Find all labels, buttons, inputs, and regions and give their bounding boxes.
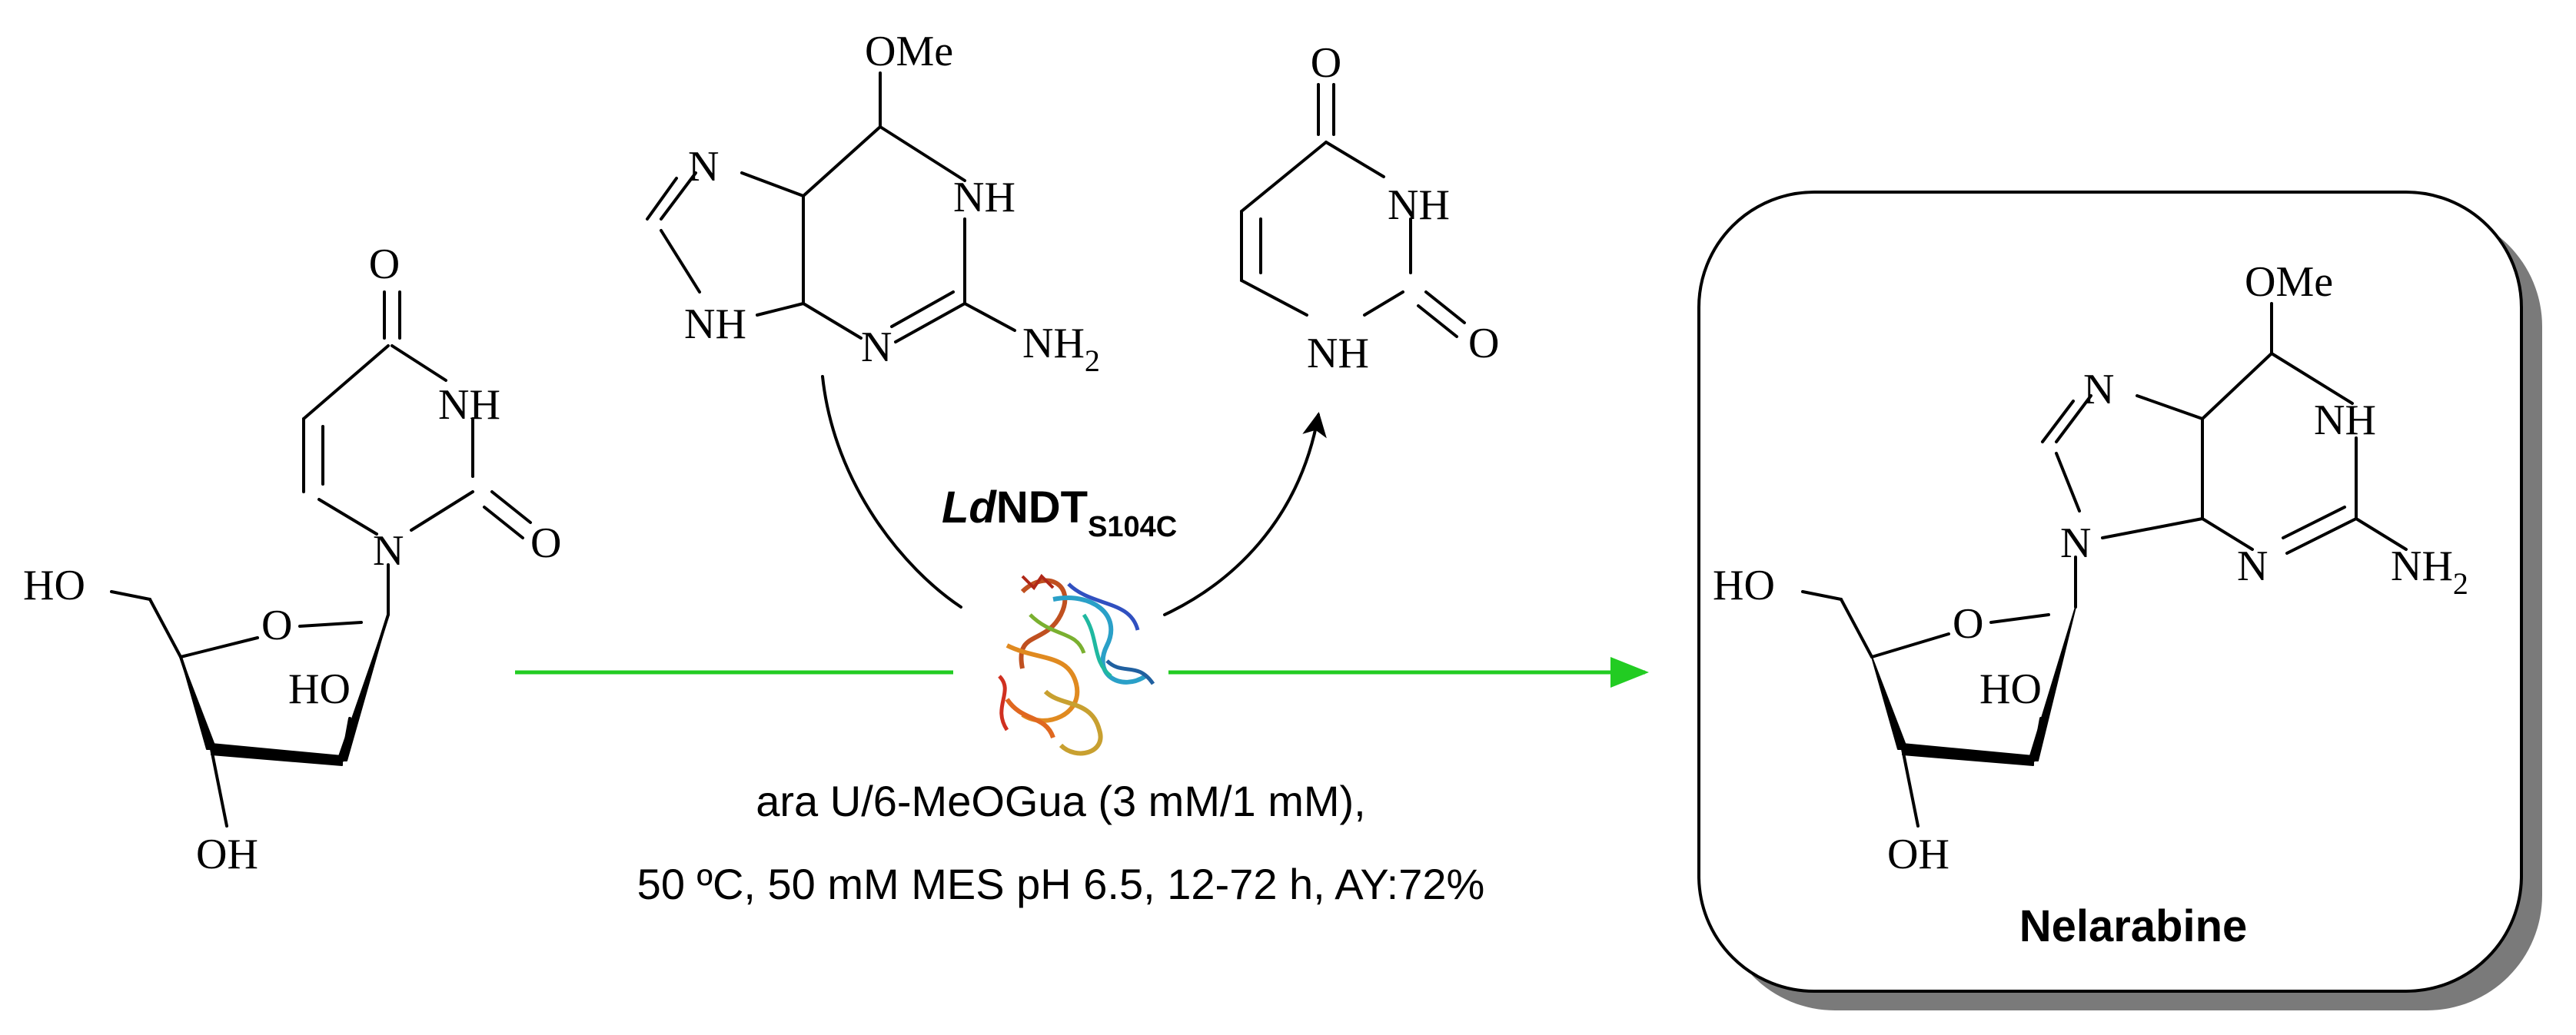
product-box bbox=[1697, 191, 2523, 993]
guanine-n7: N bbox=[688, 143, 719, 191]
uracil-carbonyl-o4: O bbox=[369, 241, 400, 288]
uracil-carbonyl-o2: O bbox=[530, 519, 561, 567]
product-n9: N bbox=[2060, 519, 2091, 567]
product-name: Nelarabine bbox=[2019, 901, 2248, 951]
ara-uridine-structure bbox=[110, 290, 532, 828]
enzyme-structure-image bbox=[998, 573, 1155, 756]
ara-u-5-hydroxyl: HO bbox=[23, 562, 85, 609]
ara-u-3-hydroxyl: OH bbox=[196, 831, 258, 878]
methoxyguanine-structure bbox=[646, 71, 1016, 343]
product-3-hydroxyl: OH bbox=[1887, 831, 1949, 878]
product-amino: NH2 bbox=[2391, 542, 2468, 601]
enzyme-label: LdNDTS104C bbox=[942, 483, 1177, 543]
base-uptake-curve bbox=[821, 375, 962, 609]
uracil-byproduct-o4: O bbox=[1311, 39, 1341, 87]
base-release-arrow bbox=[1163, 412, 1327, 616]
product-n7: N bbox=[2083, 366, 2114, 413]
product-methoxy: OMe bbox=[2245, 258, 2333, 306]
uracil-byproduct-n1h: NH bbox=[1307, 330, 1369, 377]
guanine-n3: N bbox=[861, 323, 892, 371]
product-5-hydroxyl: HO bbox=[1713, 562, 1775, 609]
conditions-line-2: 50 ºC, 50 mM MES pH 6.5, 12-72 h, AY:72% bbox=[637, 860, 1485, 908]
product-n1h: NH bbox=[2314, 396, 2376, 444]
product-n3: N bbox=[2237, 542, 2268, 590]
guanine-n9h: NH bbox=[684, 300, 746, 348]
product-2-hydroxyl: HO bbox=[1979, 665, 2042, 713]
product-ring-o: O bbox=[1953, 600, 1983, 648]
guanine-n1h: NH bbox=[953, 174, 1015, 221]
ara-u-2-hydroxyl: HO bbox=[288, 665, 351, 713]
uracil-structure bbox=[1240, 83, 1466, 338]
furanose-ring-o: O bbox=[261, 602, 292, 649]
nelarabine-structure bbox=[1801, 302, 2408, 828]
uracil-byproduct-o2: O bbox=[1468, 320, 1499, 367]
uracil-byproduct-n3h: NH bbox=[1388, 181, 1450, 229]
conditions-line-1: ara U/6-MeOGua (3 mM/1 mM), bbox=[756, 777, 1365, 825]
methoxy-group: OMe bbox=[865, 28, 953, 75]
uracil-n1: N bbox=[373, 527, 404, 575]
uracil-n3h: NH bbox=[438, 381, 500, 429]
guanine-amino: NH2 bbox=[1022, 320, 1100, 378]
